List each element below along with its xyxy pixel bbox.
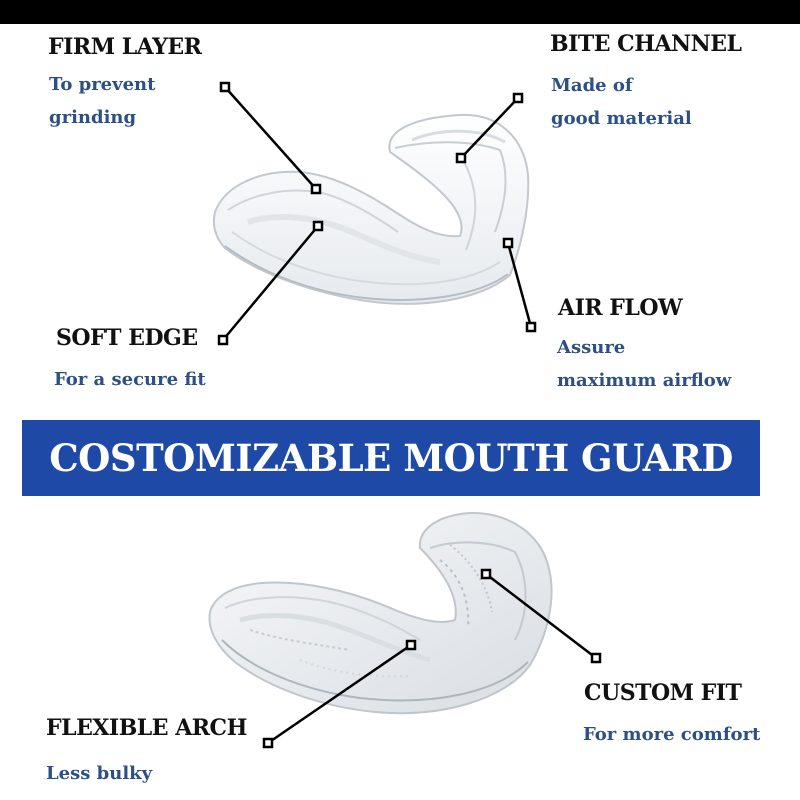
- banner-title: COSTOMIZABLE MOUTH GUARD: [49, 436, 733, 480]
- custom-fit-line1: For more comfort: [583, 724, 761, 745]
- soft-edge-description: For a secure fit: [54, 363, 206, 396]
- top-black-bar: [0, 0, 800, 24]
- soft-edge-title: SOFT EDGE: [56, 325, 198, 351]
- firm-layer-line2: grinding: [49, 107, 137, 128]
- firm-layer-title: FIRM LAYER: [48, 34, 202, 60]
- bite-channel-line1: Made of: [551, 75, 633, 96]
- mouth-guard-molded-image: [208, 511, 553, 715]
- bite-channel-title: BITE CHANNEL: [550, 31, 742, 57]
- air-flow-title: AIR FLOW: [558, 295, 683, 321]
- soft-edge-line1: For a secure fit: [54, 369, 206, 390]
- flexible-arch-description: Less bulky: [46, 757, 152, 790]
- custom-fit-title: CUSTOM FIT: [584, 680, 742, 706]
- bite-channel-description: Made of good material: [551, 69, 692, 135]
- air-flow-line1: Assure: [557, 337, 626, 358]
- bite-channel-line2: good material: [551, 108, 692, 129]
- flexible-arch-line1: Less bulky: [46, 763, 153, 784]
- title-banner: COSTOMIZABLE MOUTH GUARD: [22, 420, 760, 496]
- custom-fit-description: For more comfort: [583, 718, 760, 751]
- firm-layer-description: To prevent grinding: [49, 68, 155, 134]
- mouth-guard-smooth-image: [212, 113, 530, 305]
- flexible-arch-title: FLEXIBLE ARCH: [46, 715, 247, 741]
- air-flow-description: Assure maximum airflow: [557, 331, 731, 397]
- leader-lines: [217, 81, 602, 749]
- air-flow-line2: maximum airflow: [557, 370, 732, 391]
- firm-layer-line1: To prevent: [49, 74, 156, 95]
